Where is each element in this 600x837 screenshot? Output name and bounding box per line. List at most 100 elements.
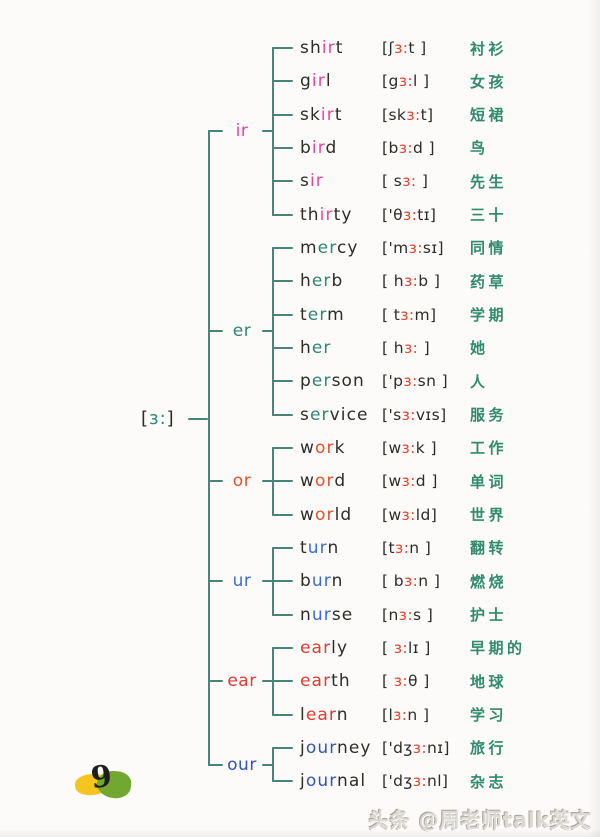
ipa-pre: [ h [382, 338, 404, 357]
word-letters: th [331, 671, 351, 692]
word-tick-line [272, 80, 293, 83]
word-letters: vice [329, 404, 369, 425]
word-tick-line [272, 413, 293, 416]
ipa-post: n ] [409, 538, 432, 557]
ipa-pre: [b [382, 138, 399, 157]
ipa-pre: [ [382, 672, 394, 691]
ipa-post: d ] [412, 138, 435, 157]
branch-label-or: or [232, 471, 252, 492]
ipa-phoneme-highlight: ɜ: [401, 405, 416, 424]
chinese-translation: 同情 [470, 239, 508, 258]
word-text: sir [300, 171, 382, 191]
branch-connector-left [208, 130, 223, 133]
branch-connector-left [208, 580, 223, 583]
word-text: thirty [300, 205, 382, 225]
ipa-text: [gɜ:l ] [382, 72, 470, 90]
word-text: bird [300, 138, 382, 158]
ipa-pre: [ t [382, 305, 401, 324]
ipa-pre: ['dʒ [382, 738, 413, 757]
chinese-translation: 衬衫 [470, 39, 508, 58]
ipa-phoneme-highlight: ɜ: [398, 72, 413, 91]
word-letters: n [331, 571, 344, 592]
ipa-text: [skɜ:t] [382, 106, 470, 124]
word-tick-line [272, 646, 293, 649]
word-tick-line [272, 213, 293, 216]
word-text: burn [300, 571, 382, 591]
word-tick-line [272, 246, 293, 249]
word-row-mercy: mercy['mɜ:sɪ]同情 [300, 235, 507, 261]
word-spelling-highlight: er [311, 271, 332, 292]
chinese-translation: 早期的 [470, 639, 526, 658]
word-letters: k [334, 437, 346, 458]
chinese-translation: 护士 [470, 606, 508, 625]
word-spelling-highlight: ur [307, 537, 328, 558]
word-spelling-highlight: our [305, 771, 337, 792]
word-row-service: service['sɜ:vɪs]服务 [300, 402, 507, 428]
ipa-phoneme-highlight: ɜ: [393, 705, 408, 724]
word-row-girl: girl[gɜ:l ]女孩 [300, 68, 507, 94]
word-text: person [300, 371, 382, 391]
word-tick-line [272, 446, 293, 449]
word-row-world: world[wɜ:ld]世界 [300, 502, 507, 528]
ipa-post: n ] [418, 572, 441, 591]
ipa-post: ] [416, 172, 429, 191]
ipa-pre: [l [382, 705, 394, 724]
word-spelling-highlight: or [315, 471, 335, 492]
word-letters: t [300, 537, 308, 558]
word-spelling-highlight: ir [319, 204, 334, 225]
ipa-phoneme-highlight: ɜ: [400, 305, 415, 324]
word-text: term [300, 305, 382, 325]
word-tick-line [272, 380, 293, 383]
word-row-work: work[wɜ:k ]工作 [300, 435, 507, 461]
word-text: turn [300, 538, 382, 558]
word-letters: m [327, 304, 345, 325]
chinese-translation: 她 [470, 339, 489, 358]
branch-connector-left [208, 763, 223, 766]
word-letters: h [300, 271, 312, 292]
ipa-text: [tɜ:n ] [382, 539, 470, 557]
ipa-post: d ] [415, 472, 438, 491]
word-letters: m [300, 237, 318, 258]
ipa-pre: [ h [382, 272, 404, 291]
word-row-turn: turn[tɜ:n ]翻转 [300, 535, 507, 561]
word-spelling-highlight: ur [311, 604, 332, 625]
ipa-text: [bɜ:d ] [382, 139, 470, 157]
ipa-pre: [g [382, 72, 399, 91]
ipa-phoneme-highlight: ɜ: [404, 572, 419, 591]
chinese-translation: 工作 [470, 439, 508, 458]
word-letters: l [325, 71, 332, 92]
ipa-pre: [sk [382, 105, 407, 124]
chinese-translation: 女孩 [470, 72, 508, 91]
word-letters: s [300, 171, 310, 192]
word-text: skirt [300, 105, 382, 125]
ipa-phoneme-highlight: ɜ: [402, 172, 417, 191]
ipa-pre: [w [382, 472, 402, 491]
ipa-phoneme-highlight: ɜ: [403, 205, 418, 224]
word-text: world [300, 505, 382, 525]
branch-connector-right [262, 580, 273, 583]
ipa-post: s ] [412, 605, 434, 624]
word-letters: t [300, 304, 308, 325]
ipa-pre: ['θ [382, 205, 403, 224]
word-letters: w [300, 437, 316, 458]
word-text: early [300, 638, 382, 658]
word-letters: p [300, 371, 312, 392]
ipa-phoneme-highlight: ɜ: [398, 138, 413, 157]
ipa-post: b ] [418, 272, 441, 291]
word-spelling-highlight: er [311, 337, 332, 358]
word-letters: b [300, 137, 312, 158]
word-spelling-highlight: ir [311, 137, 326, 158]
ipa-phoneme-highlight: ɜ: [404, 338, 419, 357]
word-tick-line [272, 680, 293, 683]
chinese-translation: 杂志 [470, 772, 508, 791]
word-text: work [300, 438, 382, 458]
group-bracket-line-our [272, 746, 274, 783]
branch-connector-right [262, 680, 273, 683]
word-row-skirt: skirt[skɜ:t]短裙 [300, 102, 507, 128]
word-row-shirt: shirt[ʃɜ:t ]衬衫 [300, 35, 507, 61]
word-row-nurse: nurse[nɜ:s ]护士 [300, 602, 507, 628]
chinese-translation: 药草 [470, 272, 508, 291]
root-bracket-open: [ [141, 408, 150, 429]
branch-connector-left [208, 680, 223, 683]
word-letters: n [300, 604, 312, 625]
